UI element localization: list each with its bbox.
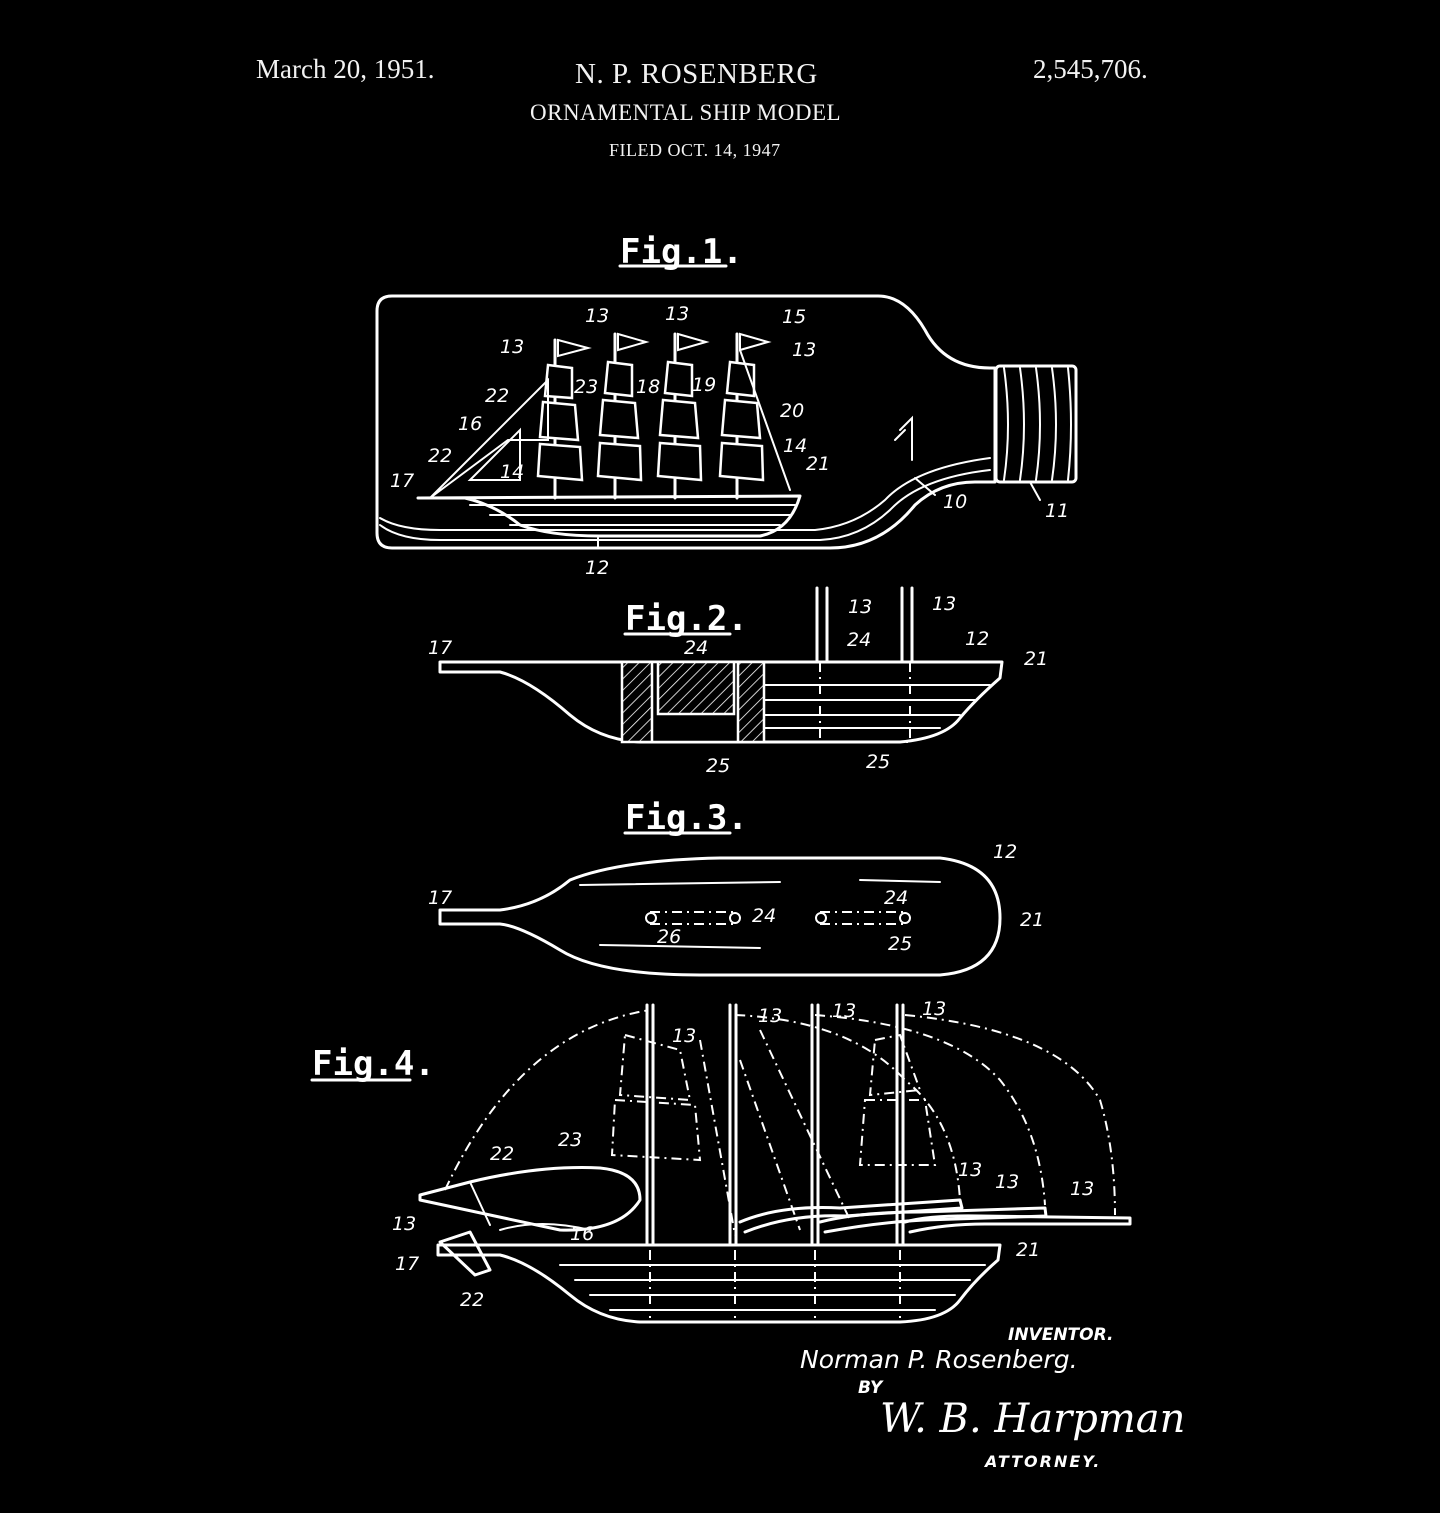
ref-numeral: 13 xyxy=(500,336,524,358)
figure-4: Fig.4. 13 13 13 xyxy=(310,998,1132,1324)
ref-numeral: 12 xyxy=(965,628,989,650)
ref-numeral: 13 xyxy=(848,596,872,618)
ref-numeral: 22 xyxy=(428,445,452,467)
ref-numeral: 21 xyxy=(1024,648,1048,670)
ref-numeral: 14 xyxy=(783,435,807,457)
ref-numeral: 24 xyxy=(684,637,708,659)
ref-numeral: 21 xyxy=(1020,909,1044,931)
ref-numeral: 25 xyxy=(866,751,890,773)
ref-numeral: 10 xyxy=(943,491,967,513)
ref-numeral: 25 xyxy=(888,933,912,955)
ref-numeral: 13 xyxy=(392,1213,416,1235)
figure-2: Fig.2. 17 24 13 13 24 12 21 25 25 xyxy=(428,586,1048,777)
ref-numeral: 24 xyxy=(752,905,776,927)
ref-numeral: 13 xyxy=(995,1171,1019,1193)
ref-numeral: 17 xyxy=(395,1253,419,1275)
by-caption: BY xyxy=(858,1378,884,1398)
patent-number: 2,545,706. xyxy=(1033,54,1148,84)
ref-numeral: 16 xyxy=(570,1223,594,1245)
fig4-label: Fig.4. xyxy=(312,1044,435,1084)
fig1-hull xyxy=(416,494,802,538)
ref-numeral: 20 xyxy=(780,400,804,422)
fig1-sails xyxy=(429,349,791,499)
patent-date: March 20, 1951. xyxy=(256,54,435,84)
ref-numeral: 17 xyxy=(428,887,452,909)
ref-numeral: 22 xyxy=(490,1143,514,1165)
fig2-ref-numerals: 17 24 13 13 24 12 21 25 25 xyxy=(428,593,1048,777)
fig4-ref-numerals: 13 13 13 13 23 22 13 16 13 13 13 17 21 2… xyxy=(392,998,1094,1311)
attorney-signature: W. B. Harpman xyxy=(880,1396,1185,1442)
ref-numeral: 22 xyxy=(485,385,509,407)
ref-numeral: 13 xyxy=(672,1025,696,1047)
ref-numeral: 18 xyxy=(636,376,660,398)
inventor-name-header: N. P. ROSENBERG xyxy=(575,58,818,90)
ref-numeral: 26 xyxy=(657,926,681,948)
fig3-label: Fig.3. xyxy=(625,798,748,838)
inventor-signature: Norman P. Rosenberg. xyxy=(800,1345,1078,1374)
bottle-outline xyxy=(375,294,997,550)
fig3-deck-outline xyxy=(438,856,1002,977)
figure-3: Fig.3. 12 17 24 24 26 21 25 xyxy=(428,798,1044,977)
ref-numeral: 13 xyxy=(832,1000,856,1022)
ref-numeral: 13 xyxy=(758,1005,782,1027)
ref-numeral: 23 xyxy=(558,1129,582,1151)
ref-numeral: 19 xyxy=(692,374,716,396)
ref-numeral: 24 xyxy=(884,887,908,909)
ref-numeral: 12 xyxy=(585,557,609,579)
fig3-ref-numerals: 12 17 24 24 26 21 25 xyxy=(428,841,1044,955)
fig4-hull xyxy=(436,1243,1002,1324)
bottle-cap xyxy=(994,364,1078,484)
inventor-caption: INVENTOR. xyxy=(1008,1325,1113,1345)
ref-numeral: 13 xyxy=(665,303,689,325)
ref-numeral: 13 xyxy=(792,339,816,361)
ref-numeral: 21 xyxy=(806,453,830,475)
ref-numeral: 24 xyxy=(847,629,871,651)
ref-numeral: 13 xyxy=(958,1159,982,1181)
ref-numeral: 16 xyxy=(458,413,482,435)
signature-block: INVENTOR. Norman P. Rosenberg. BY W. B. … xyxy=(800,1325,1185,1471)
ref-numeral: 22 xyxy=(460,1289,484,1311)
figure-1: Fig.1. xyxy=(375,232,1078,579)
filed-date: FILED OCT. 14, 1947 xyxy=(609,140,781,160)
attorney-caption: ATTORNEY. xyxy=(983,1452,1101,1471)
ref-numeral: 17 xyxy=(428,637,452,659)
ref-numeral: 23 xyxy=(574,376,598,398)
ref-numeral: 13 xyxy=(922,998,946,1020)
fig2-label: Fig.2. xyxy=(625,599,748,639)
ref-numeral: 13 xyxy=(1070,1178,1094,1200)
ref-numeral: 14 xyxy=(500,461,524,483)
ref-numeral: 21 xyxy=(1016,1239,1040,1261)
ref-numeral: 13 xyxy=(585,305,609,327)
ref-numeral: 15 xyxy=(782,306,806,328)
patent-title: ORNAMENTAL SHIP MODEL xyxy=(530,100,842,125)
ref-numeral: 17 xyxy=(390,470,414,492)
ref-numeral: 13 xyxy=(932,593,956,615)
ref-numeral: 25 xyxy=(706,755,730,777)
ref-numeral: 11 xyxy=(1045,500,1069,522)
fig1-ref-numerals: 13 13 13 15 13 22 23 18 19 20 16 14 22 1… xyxy=(390,303,1069,579)
ref-numeral: 12 xyxy=(993,841,1017,863)
